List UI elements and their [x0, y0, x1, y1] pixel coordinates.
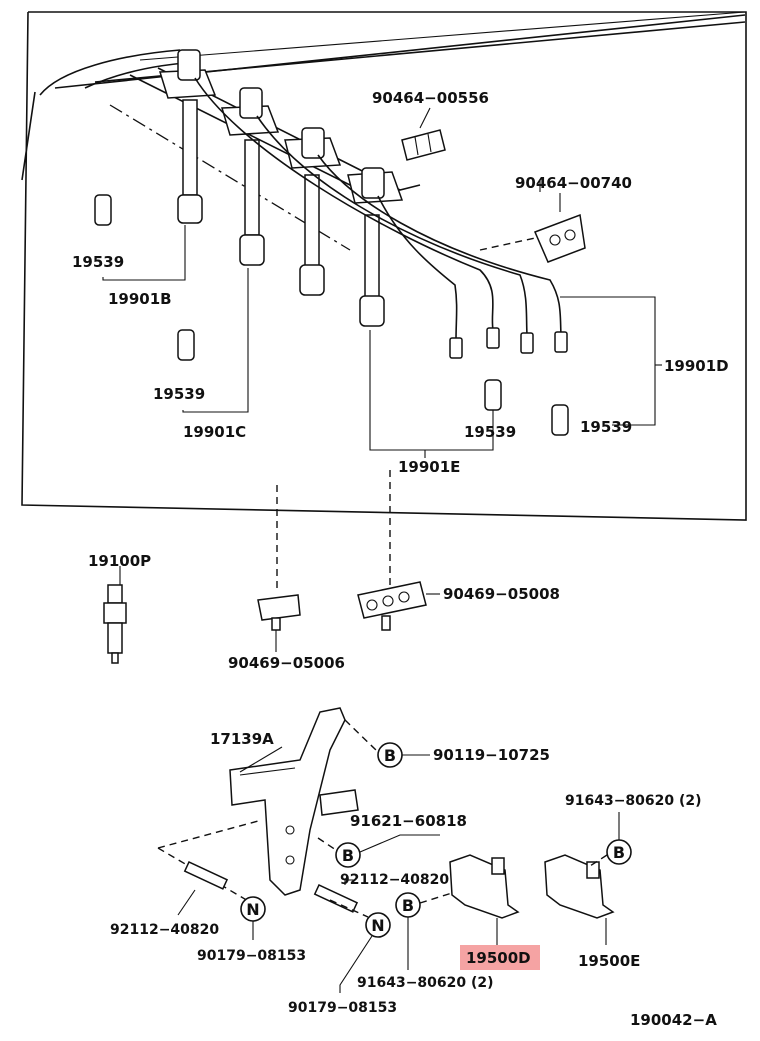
engine-head-outline: [21, 11, 746, 251]
igniter-19500D: [449, 854, 520, 919]
callout-B-3-text: B: [402, 896, 414, 915]
label-91643-80620-b: 91643−80620 (2): [565, 793, 702, 809]
label-91621-60818: 91621−60818: [350, 812, 467, 830]
terminal-19539-d: [551, 404, 569, 436]
igniter-19500E: [544, 854, 615, 919]
bracket-17139A: [229, 707, 359, 896]
clamp-90464-00556: [401, 129, 446, 161]
callout-B-4-text: B: [613, 843, 625, 862]
label-19500D[interactable]: 19500D: [466, 949, 531, 967]
label-90464-00740: 90464−00740: [515, 174, 632, 192]
leader-lines-upper: [102, 180, 662, 458]
label-19100P: 19100P: [88, 552, 151, 570]
wire-boot-1: [177, 49, 203, 224]
highlight-19500D: [460, 945, 540, 970]
callout-N-2: [365, 912, 391, 938]
label-19901E: 19901E: [398, 458, 460, 476]
label-92112-40820-a: 92112−40820: [110, 922, 219, 938]
callout-B-2-text: B: [342, 846, 354, 865]
terminal-19539-b: [177, 329, 195, 361]
label-90469-05006: 90469−05006: [228, 654, 345, 672]
terminal-19539-a: [94, 194, 112, 226]
label-19539-d: 19539: [580, 418, 632, 436]
wire-bundle: [194, 77, 568, 359]
label-19901C: 19901C: [183, 423, 246, 441]
callout-N-2-text: N: [371, 916, 384, 935]
label-91643-80620-a: 91643−80620 (2): [357, 975, 494, 991]
label-90179-08153-a: 90179−08153: [197, 948, 306, 964]
callout-B-1-text: B: [384, 746, 396, 765]
wire-boot-2: [239, 87, 265, 266]
label-90179-08153-b: 90179−08153: [288, 1000, 397, 1016]
label-90464-00556: 90464−00556: [372, 89, 489, 107]
spark-plug: [103, 584, 127, 664]
label-19539-a: 19539: [72, 253, 124, 271]
label-19901B: 19901B: [108, 290, 172, 308]
label-17139A: 17139A: [210, 730, 274, 748]
callout-N-1-text: N: [246, 900, 259, 919]
wire-boot-3: [299, 127, 325, 296]
label-92112-40820-b: 92112−40820: [340, 872, 449, 888]
label-90119-10725: 90119−10725: [433, 746, 550, 764]
label-90469-05008: 90469−05008: [443, 585, 560, 603]
callout-B-2: [335, 842, 361, 868]
stud-92112-40820-a: [183, 861, 229, 890]
stud-92112-40820-b: [313, 884, 359, 913]
label-19539-b: 19539: [153, 385, 205, 403]
terminal-19539-c: [484, 379, 502, 411]
clamp-90464-00740: [533, 213, 586, 263]
label-19901D: 19901D: [664, 357, 729, 375]
clamp-90469-05008: [357, 581, 427, 631]
label-19500E: 19500E: [578, 952, 640, 970]
label-19539-c: 19539: [464, 423, 516, 441]
diagram-code: 190042−A: [630, 1011, 717, 1029]
upper-frame: [21, 11, 747, 521]
clamp-90469-05006: [257, 594, 301, 631]
wire-boot-4: [359, 167, 385, 327]
